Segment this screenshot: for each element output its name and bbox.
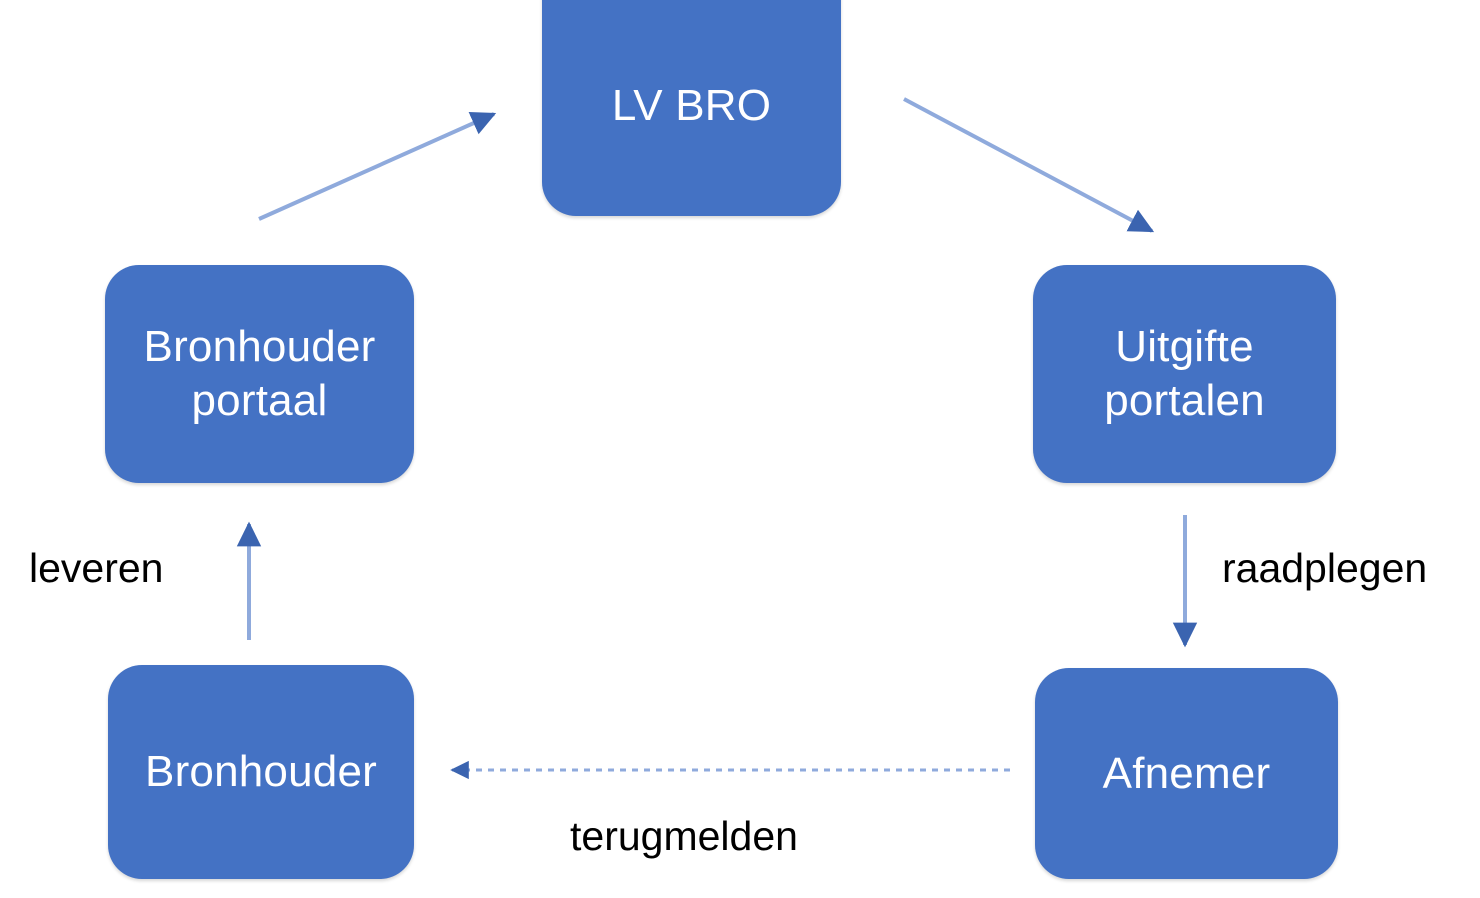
edge-label-terugmelden: terugmelden: [570, 813, 798, 859]
node-bronhouder-portaal-label: Bronhouder portaal: [143, 322, 376, 425]
edge-label-raadplegen: raadplegen: [1222, 545, 1428, 591]
edge-label-leveren: leveren: [29, 545, 164, 591]
node-afnemer-label: Afnemer: [1102, 748, 1271, 798]
node-uitgifte-portalen[interactable]: Uitgifte portalen: [1033, 265, 1336, 483]
edge-lv-bro-to-uitgifte: [903, 97, 1155, 233]
node-uitgifte-portalen-label: Uitgifte portalen: [1104, 322, 1265, 425]
arrow-line-portaal-lvbro: [258, 111, 497, 221]
node-lv-bro[interactable]: LV BRO: [542, 0, 841, 216]
node-bronhouder-label: Bronhouder: [145, 747, 377, 797]
arrow-line-lvbro-uitgifte: [903, 97, 1155, 233]
node-lv-bro-label: LV BRO: [611, 81, 772, 131]
node-afnemer[interactable]: Afnemer: [1035, 668, 1338, 879]
node-bronhouder[interactable]: Bronhouder: [108, 665, 414, 879]
node-bronhouder-portaal[interactable]: Bronhouder portaal: [105, 265, 414, 483]
edge-portaal-to-lv-bro: [258, 111, 497, 221]
